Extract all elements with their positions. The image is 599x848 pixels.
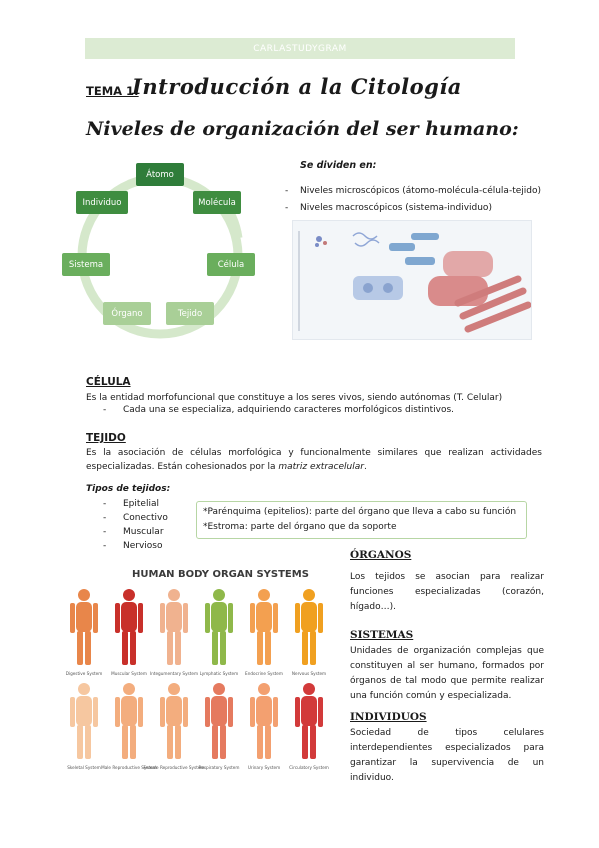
body-figure: Nervous System — [292, 589, 326, 676]
system-label: Digestive System — [66, 671, 103, 676]
tema-label: TEMA 1: — [86, 84, 139, 98]
system-label: Circulatory System — [289, 765, 329, 770]
body-figure: Digestive System — [66, 589, 103, 676]
system-label: Nervous System — [292, 671, 326, 676]
system-label: Lymphatic System — [200, 671, 238, 676]
individuos-heading: INDIVIDUOS — [350, 711, 427, 723]
body-figure: Female Reproductive System — [143, 683, 205, 770]
node-individuo: Individuo — [76, 191, 128, 214]
celula-text: Es la entidad morfofuncional que constit… — [86, 393, 503, 403]
list-item: -Niveles macroscópicos (sistema-individu… — [285, 203, 492, 213]
note-line: *Parénquima (epitelios): parte del órgan… — [203, 507, 517, 517]
list-item: -Muscular — [103, 527, 164, 537]
body-figure: Male Reproductive System — [101, 683, 157, 770]
node-celula: Célula — [207, 253, 255, 276]
watermark-band: CARLASTUDYGRAM — [85, 38, 515, 59]
tipos-title: Tipos de tejidos: — [86, 484, 171, 494]
organization-levels-illustration — [292, 220, 532, 340]
organos-heading: ÓRGANOS — [350, 549, 412, 561]
body-figure: Integumentary System — [150, 589, 198, 676]
list-item: -Conectivo — [103, 513, 168, 523]
sistemas-heading: SISTEMAS — [350, 629, 414, 641]
sistemas-text: Unidades de organización complejas que c… — [350, 646, 544, 701]
body-figure: Circulatory System — [289, 683, 329, 770]
body-figure: Respiratory System — [199, 683, 240, 770]
body-figure: Endocrine System — [245, 589, 283, 676]
levels-list: -Niveles microscópicos (átomo-molécula-c… — [285, 183, 541, 217]
system-label: Respiratory System — [199, 765, 240, 770]
list-item: -Epitelial — [103, 499, 159, 509]
section-title: Niveles de organización del ser humano: — [86, 118, 519, 140]
system-label: Skeletal System — [67, 765, 101, 770]
parenchyma-note-box: *Parénquima (epitelios): parte del órgan… — [196, 501, 527, 539]
list-item: -Niveles microscópicos (átomo-molécula-c… — [285, 186, 541, 196]
tejido-text: Es la asociación de células morfológica … — [86, 448, 542, 472]
node-sistema: Sistema — [62, 253, 110, 276]
levels-illustration-art — [298, 231, 531, 333]
node-atomo: Átomo — [136, 163, 184, 186]
tema-title: Introducción a la Citología — [132, 74, 462, 99]
organization-cycle-diagram: Átomo Molécula Célula Tejido Órgano Sist… — [60, 158, 280, 348]
celula-heading: CÉLULA — [86, 376, 131, 388]
body-figure: Skeletal System — [67, 683, 101, 770]
system-label: Endocrine System — [245, 671, 283, 676]
tejido-heading: TEJIDO — [86, 432, 126, 444]
system-label: Urinary System — [248, 765, 280, 770]
divide-title: Se dividen en: — [300, 160, 377, 171]
tipos-list: -Epitelial -Conectivo -Muscular -Nervios… — [103, 497, 168, 553]
individuos-text: Sociedad de tipos celulares interdependi… — [350, 728, 544, 783]
organ-figure-heading: HUMAN BODY ORGAN SYSTEMS — [132, 569, 309, 580]
body-figure: Muscular System — [111, 589, 147, 676]
note-line: *Estroma: parte del órgano que da soport… — [203, 522, 397, 532]
body-figure: Urinary System — [248, 683, 280, 770]
system-label: Male Reproductive System — [101, 765, 157, 770]
system-label: Integumentary System — [150, 671, 198, 676]
celula-subitem: -Cada una se especializa, adquiriendo ca… — [103, 405, 455, 415]
organos-text: Los tejidos se asocian para realizar fun… — [350, 572, 544, 612]
node-organo: Órgano — [103, 302, 151, 325]
node-molecula: Molécula — [193, 191, 241, 214]
body-figure: Lymphatic System — [200, 589, 238, 676]
system-label: Female Reproductive System — [143, 765, 204, 770]
watermark-text: CARLASTUDYGRAM — [253, 43, 347, 54]
system-label: Muscular System — [111, 671, 147, 676]
node-tejido: Tejido — [166, 302, 214, 325]
list-item: -Nervioso — [103, 541, 163, 551]
